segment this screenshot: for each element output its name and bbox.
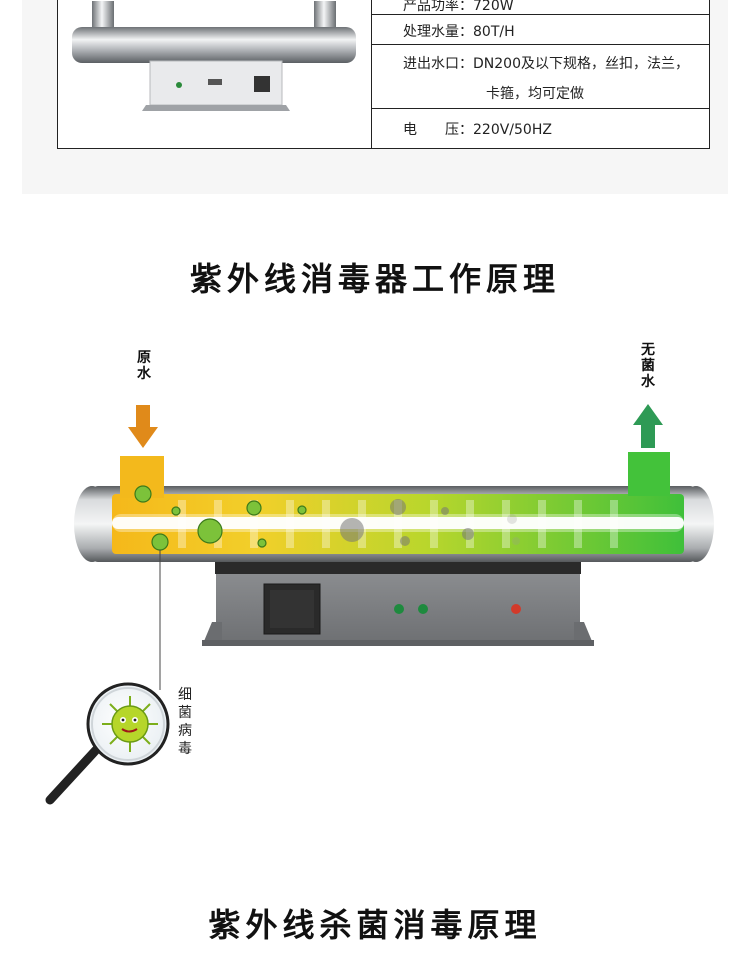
- bacteria-label-char: 细: [178, 687, 192, 703]
- inlet-arrow-icon: [128, 405, 158, 448]
- working-principle-title: 紫外线消毒器工作原理: [189, 260, 560, 298]
- inlet-label-char: 原: [137, 350, 151, 366]
- spec-ports-text: 进出水口：DN200及以下规格，丝扣，法兰，: [403, 56, 689, 72]
- spec-row-capacity: 处理水量：80T/H: [372, 15, 709, 45]
- inlet-label-char: 水: [137, 366, 151, 382]
- sterilization-principle-title: 紫外线杀菌消毒原理: [208, 906, 542, 944]
- uv-sterilizer-photo: [72, 1, 356, 111]
- bacteria-label-char: 菌: [178, 705, 192, 721]
- inlet-label: 原 水: [134, 350, 154, 382]
- spec-row-power: 产品功率：720W: [372, 0, 709, 15]
- bacteria-label-char: 病: [178, 723, 192, 739]
- spec-row-voltage: 电 压：220V/50HZ: [372, 109, 709, 148]
- spec-ports-text-cont: 卡箍，均可定做: [486, 86, 584, 102]
- indicator-light-icon: [418, 604, 428, 614]
- bacteria-label: 细 菌 病 毒: [178, 686, 196, 758]
- outlet-label-char: 水: [641, 374, 655, 390]
- indicator-light-icon: [394, 604, 404, 614]
- outlet-label: 无 菌 水: [638, 342, 658, 390]
- spec-row-ports: 进出水口：DN200及以下规格，丝扣，法兰， 卡箍，均可定做: [372, 45, 709, 109]
- outlet-label-char: 菌: [641, 358, 655, 374]
- outlet-arrow-icon: [633, 404, 663, 448]
- product-photo: [58, 0, 372, 148]
- indicator-light-icon: [511, 604, 521, 614]
- bacteria-label-char: 毒: [178, 741, 192, 757]
- outlet-label-char: 无: [641, 342, 655, 358]
- magnifier-icon: [45, 682, 170, 805]
- spec-table: 产品功率：720W 处理水量：80T/H 进出水口：DN200及以下规格，丝扣，…: [57, 0, 710, 149]
- spec-power-text: 产品功率：720W: [403, 0, 514, 14]
- bacteria-icon: [134, 485, 520, 551]
- control-box: [202, 562, 594, 646]
- spec-capacity-text: 处理水量：80T/H: [403, 24, 515, 40]
- spec-voltage-text: 电 压：220V/50HZ: [403, 122, 552, 138]
